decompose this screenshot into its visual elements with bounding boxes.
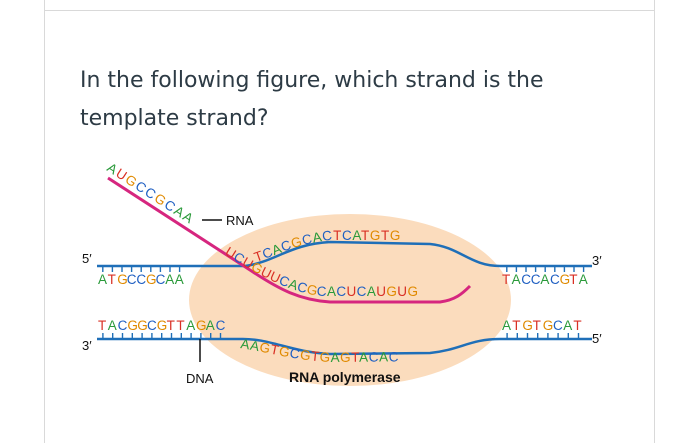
top-right-end-label: 3′: [592, 253, 602, 268]
bottom-left-end-label: 3′: [82, 338, 92, 353]
rna-label: RNA: [226, 213, 254, 228]
top-border: [44, 10, 655, 11]
rna-transcribed-sequence: UCUGUUCACGCACUCAUGUG: [223, 244, 419, 299]
coding-strand-bubble-sequence: TCACGCACTCATGTG: [252, 228, 401, 265]
coding-strand-left-sequence: ATGCCGCAA: [98, 272, 184, 287]
template-strand-backbone: [97, 337, 592, 356]
dna-label: DNA: [186, 371, 214, 386]
rna-polymerase-label: RNA polymerase: [289, 369, 401, 385]
bottom-right-end-label: 5′: [592, 331, 602, 346]
base-pair-ticks: [102, 266, 585, 339]
coding-strand-right-sequence: TACCACGTA: [502, 272, 588, 287]
top-left-end-label: 5′: [82, 251, 92, 266]
question-card: [44, 0, 655, 443]
coding-strand-backbone: [97, 240, 592, 268]
rna-strand: [107, 176, 472, 304]
question-text: In the following figure, which strand is…: [80, 68, 544, 131]
rna-exit-sequence: AUGCCGCAA: [104, 160, 197, 227]
template-strand-bubble-sequence: AAGTGCGTGAGTACAC: [240, 336, 400, 365]
